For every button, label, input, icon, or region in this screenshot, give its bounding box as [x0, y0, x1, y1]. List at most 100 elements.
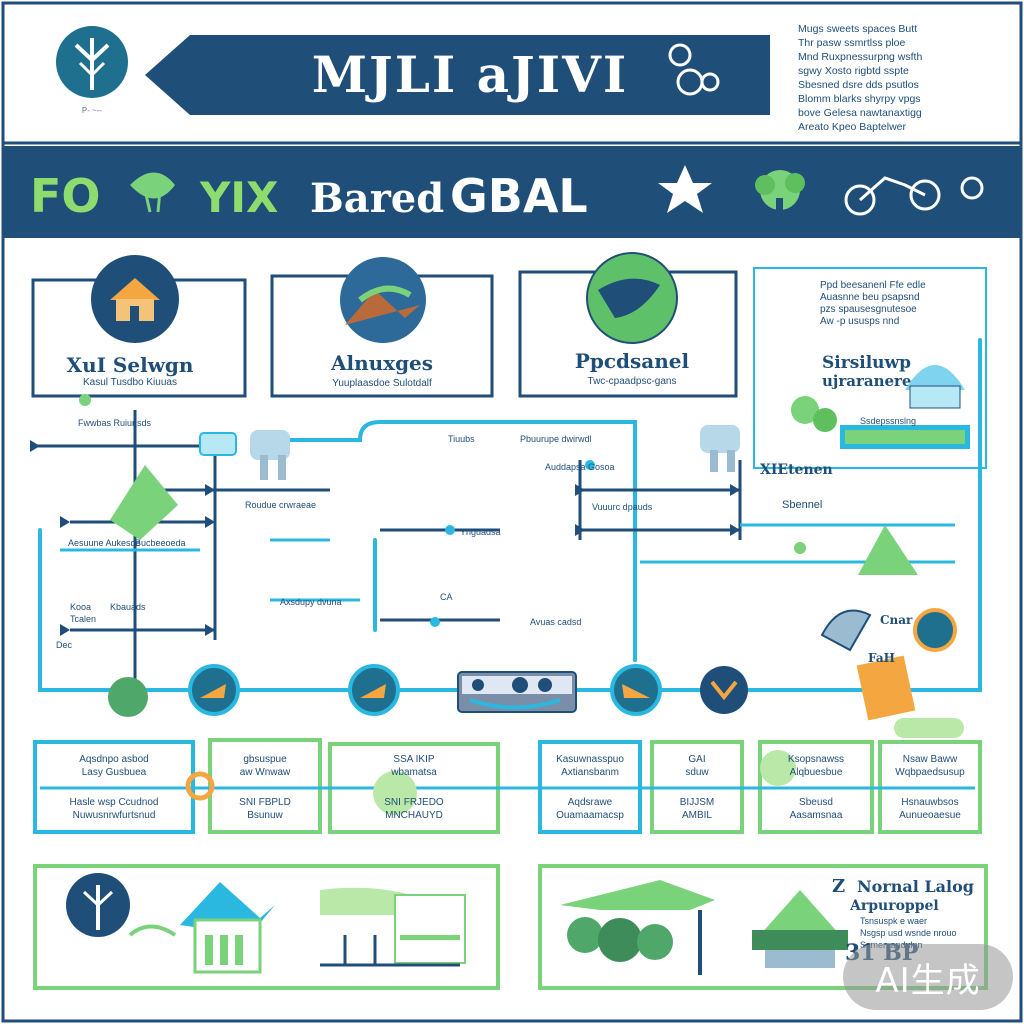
inner-pipe: [258, 420, 637, 662]
diagram-label: Fwwbas Ruiunsds: [78, 418, 152, 428]
card-title: Alnuxges: [330, 351, 433, 375]
house-icon: [180, 882, 466, 974]
logo-caption: P- ~--: [82, 106, 103, 115]
side-panel-title: Sirsiluwp: [822, 353, 911, 373]
card-title: Ppcdsanel: [575, 349, 690, 373]
diagram-label: Avuas cadsd: [530, 617, 581, 627]
side-panel-text: Aw -p ususps nnd: [820, 316, 899, 327]
logo-tree-icon: [56, 26, 128, 98]
corner-text-line: Thr pasw ssmrtlss ploe: [798, 37, 906, 49]
footer-title: Nornal Lalog: [857, 877, 974, 896]
network-diagram: Fwwbas Ruiunsds Roudue crwraeae Tiuubs P…: [30, 338, 982, 738]
diagram-label: CA: [440, 592, 453, 602]
connector-blob: [760, 750, 796, 786]
diagram-label: Auddapsa Gosoa: [545, 462, 615, 472]
box-row: Ouamaamacsp: [556, 810, 624, 821]
header: P- ~-- MJLI aJIVI Mugs sweets spaces But…: [56, 23, 922, 133]
tree-icon: [752, 890, 848, 968]
box-row: Bsunuw: [247, 810, 283, 821]
corner-text-line: Mugs sweets spaces Butt: [798, 23, 917, 35]
pipe-node-icon: [188, 664, 240, 716]
triangle-marker: [858, 525, 918, 575]
ai-generated-watermark: AI生成: [843, 944, 1013, 1010]
box-row: Ksopsnawss: [788, 754, 844, 765]
lamp-icon: [820, 608, 964, 738]
top-cards: XuI Selwgn Kasul Tusdbo Kiuuas Alnuxges …: [31, 252, 738, 398]
pipe-node-icon: [348, 664, 400, 716]
diagram-label: Axsdupy dvuna: [280, 597, 342, 607]
box-row: Sbeusd: [799, 797, 833, 808]
diagram-label: Bucbeeoeda: [135, 538, 186, 548]
diagram-label: Tiuubs: [448, 434, 475, 444]
box-row: BIJJSM: [680, 797, 714, 808]
side-panel-caption: Ssdepssnslng: [860, 416, 916, 426]
node-dot: [79, 394, 91, 406]
title-arrow-banner: [145, 35, 770, 115]
box-row: Aunueoaesue: [899, 810, 961, 821]
diagram-label: Pbuurupe dwirwdl: [520, 434, 592, 444]
side-panel-text: Ppd beesanenl Ffe edle: [820, 280, 926, 291]
pipe-node-icon: [610, 664, 662, 716]
corner-text-line: bove Gelesa nawtanaxtigg: [798, 107, 922, 119]
box-row: aw Wnwaw: [240, 767, 291, 778]
side-panel-subtitle: ujraranere: [822, 372, 911, 390]
banner-background: [3, 146, 1021, 238]
tree-icon: [66, 873, 177, 937]
node-dot: [445, 525, 455, 535]
side-panel-text: pzs spausesgnutesoe: [820, 304, 917, 315]
banner-segment: Bared: [310, 175, 444, 222]
box-row: Aqsdnpo asbod: [79, 754, 149, 765]
box-row: Hasle wsp Ccudnod: [70, 797, 159, 808]
box-row: Wqbpaedsusup: [895, 767, 965, 778]
diagram-label: Roudue crwraeae: [245, 500, 316, 510]
corner-text-line: Mnd Ruxpnessurpng wsfth: [798, 51, 922, 63]
diagram-heading: FaH: [868, 651, 895, 665]
box-row: sduw: [685, 767, 709, 778]
box-row: GAI: [688, 754, 705, 765]
diagram-heading: Sbennel: [782, 499, 822, 511]
box-row: SNI FBPLD: [239, 797, 291, 808]
box-row: SSA IKIP: [393, 754, 434, 765]
box-row: Axtiansbanm: [561, 767, 619, 778]
side-panel: Ppd beesanenl Ffe edle Auasnne beu psaps…: [753, 267, 987, 469]
diagram-label: Kooa: [70, 602, 91, 612]
diagram-label: Ynguadsa: [460, 527, 501, 537]
node-dot: [794, 542, 806, 554]
banner-segment: FO: [30, 169, 101, 223]
banner-segment: YIX: [199, 173, 278, 222]
box-row: Alqbuesbue: [790, 767, 843, 778]
diagram-label: Aesuune Aukesde: [68, 538, 141, 548]
box-row: AMBIL: [682, 810, 712, 821]
card-subtitle: Kasul Tusdbo Kiuuas: [83, 377, 177, 388]
bicycle-icon: [844, 176, 984, 216]
landscape-icon: [340, 257, 426, 343]
connector-ring: [185, 771, 215, 801]
house-icon: [91, 255, 179, 343]
bottom-boxes: Aqsdnpo asbod Lasy Gusbuea Hasle wsp Ccu…: [33, 738, 982, 834]
box-row: MNCHAUYD: [385, 810, 443, 821]
device-icon: [199, 430, 290, 480]
box-row: wbamatsa: [390, 767, 437, 778]
corner-text-line: Areato Kpeo Baptelwer: [798, 121, 906, 133]
control-panel-icon: [457, 671, 577, 713]
box-row: Kasuwnasspuo: [556, 754, 624, 765]
box-row: Aqdsrawe: [568, 797, 613, 808]
node-dot: [585, 460, 595, 470]
diagram-heading: Cnar: [880, 613, 913, 627]
side-panel-text: Auasnne beu psapsnd: [820, 292, 920, 303]
box-row: gbsuspue: [243, 754, 287, 765]
box-row: Aasamsnaa: [790, 810, 843, 821]
corner-text-line: sgwy Xosto rigbtd sspte: [798, 65, 909, 77]
footer-subtitle: Arpuroppel: [849, 898, 939, 914]
box-row: Nuwusnrwfurtsnud: [73, 810, 156, 821]
connector-blob: [373, 771, 417, 815]
diagram-label: Vuuurc dpauds: [592, 502, 653, 512]
banner-segment: GBAL: [450, 169, 588, 223]
footer-number-prefix: Z: [832, 876, 845, 897]
diagram-label: Kbauads: [110, 602, 146, 612]
box-row: SNI FRJEDO: [384, 797, 444, 808]
device-icon: [700, 425, 740, 472]
corner-text-line: Blomm blarks shyrpy vpgs: [798, 93, 921, 105]
